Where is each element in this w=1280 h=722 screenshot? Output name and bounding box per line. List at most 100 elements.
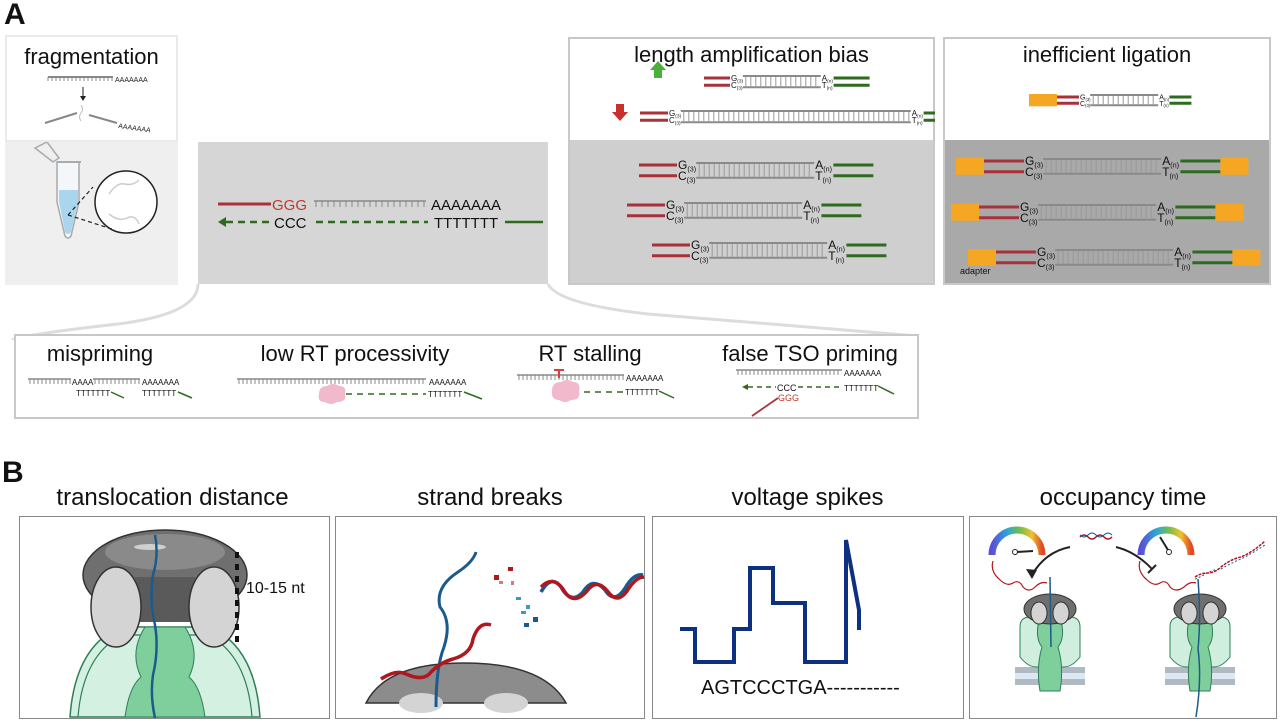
zoom-circle-icon bbox=[94, 170, 158, 234]
rna-template bbox=[93, 378, 140, 384]
primer-tail bbox=[658, 390, 675, 399]
label-c3: C(3) bbox=[731, 81, 743, 92]
length-bias-title: length amplification bias bbox=[634, 42, 869, 67]
label-tn: T(n) bbox=[822, 81, 833, 92]
label-g3: G(3) bbox=[669, 109, 681, 120]
duplex-rungs bbox=[1040, 206, 1152, 219]
length-bias-diagram: G(3)C(3)A(n)T(n)G(3)C(3)A(n)T(n)G(3)C(3)… bbox=[612, 61, 935, 264]
label-g3: G(3) bbox=[1080, 94, 1091, 101]
primer-tail bbox=[110, 391, 125, 399]
primer-tail bbox=[463, 391, 483, 400]
mispriming-poly-a-internal: AAAA bbox=[72, 378, 94, 387]
tso-main-diagram: GGG AAAAAAA CCC TTTTTTT bbox=[218, 197, 543, 232]
cdna-construct: G(3)C(3)A(n)T(n) bbox=[627, 198, 862, 224]
label-tn: T(n) bbox=[1159, 101, 1169, 108]
rna-template bbox=[237, 378, 426, 384]
red-strand-upper bbox=[539, 575, 644, 601]
intact-rna-strand bbox=[47, 76, 113, 81]
adapter-right bbox=[1215, 204, 1244, 221]
nanopore-left-icon bbox=[1015, 576, 1085, 692]
occupancy-illustration bbox=[988, 526, 1266, 718]
stalling-poly-a: AAAAAAA bbox=[626, 374, 664, 383]
fragmentation-top bbox=[5, 35, 178, 142]
break-site-icon bbox=[79, 104, 83, 122]
tso-top-a: AAAAAAA bbox=[431, 197, 501, 214]
gauge-low-icon bbox=[988, 526, 1046, 556]
tso-ccc: CCC bbox=[777, 383, 797, 393]
pore-channel bbox=[124, 626, 206, 718]
cdna-construct: G(3)C(3)A(n)T(n) bbox=[956, 154, 1249, 180]
false-tso-priming-title: false TSO priming bbox=[722, 341, 898, 366]
occupancy-time-title: occupancy time bbox=[1039, 484, 1207, 511]
gauge-high-icon bbox=[1137, 526, 1195, 556]
green-arrow-left-icon bbox=[742, 384, 748, 390]
label-an: A(n) bbox=[912, 109, 924, 120]
translocation-card: 10-15 nt bbox=[19, 516, 330, 719]
adapter-right bbox=[1220, 158, 1249, 175]
duplex-rungs bbox=[711, 244, 823, 257]
adapter-left bbox=[1029, 94, 1057, 107]
pore-illustration bbox=[69, 529, 261, 718]
nanopore-right-icon bbox=[1165, 578, 1235, 718]
rna-template bbox=[28, 378, 71, 384]
red-tail-left bbox=[991, 560, 1048, 591]
duplex-rungs bbox=[698, 164, 810, 177]
rna-template bbox=[736, 369, 842, 375]
cdna-construct: G(3)C(3)A(n)T(n) bbox=[639, 158, 874, 184]
tso-bottom-t: TTTTTTT bbox=[434, 215, 498, 232]
cdna-construct: G(3)C(3)A(n)T(n) bbox=[652, 238, 887, 264]
duplex-rungs bbox=[1092, 96, 1154, 105]
dna-strand bbox=[150, 534, 158, 718]
reverse-transcriptase-icon bbox=[318, 384, 346, 404]
voltage-signal-line bbox=[680, 539, 861, 664]
motor-base bbox=[364, 662, 568, 704]
primer-tail bbox=[877, 385, 895, 395]
cleavage-arrow-icon bbox=[80, 87, 86, 101]
mispriming-oligo-t-1: TTTTTTT bbox=[76, 389, 110, 398]
duplex-rungs bbox=[745, 77, 817, 87]
duplex-dna-right bbox=[1194, 540, 1266, 578]
cdna-construct: G(3)C(3)A(n)T(n) bbox=[704, 74, 870, 92]
adapter-right bbox=[1232, 249, 1261, 266]
fragment-poly-a: AAAAAAA bbox=[118, 123, 152, 135]
processivity-poly-a: AAAAAAA bbox=[429, 378, 467, 387]
low-rt-processivity-title: low RT processivity bbox=[260, 341, 450, 366]
reverse-transcriptase-icon bbox=[551, 380, 580, 402]
rt-stalling-title: RT stalling bbox=[538, 341, 642, 366]
tso-red-strand bbox=[751, 397, 779, 417]
fragment-right bbox=[88, 114, 118, 124]
voltage-trace bbox=[680, 539, 861, 664]
motor-lobe-left bbox=[90, 566, 142, 648]
fragment-left bbox=[44, 112, 78, 124]
label-g3: G(3) bbox=[731, 74, 743, 85]
occupancy-time-card bbox=[969, 516, 1277, 719]
broken-fragments-icon bbox=[494, 567, 538, 627]
label-tn: T(n) bbox=[912, 116, 923, 127]
ligation-title: inefficient ligation bbox=[1022, 42, 1192, 67]
cdna-construct: G(3)C(3)A(n)T(n) bbox=[1029, 94, 1192, 108]
label-an: A(n) bbox=[1159, 94, 1169, 101]
fragmentation-diagram: AAAAAAA AAAAAAA bbox=[44, 76, 152, 135]
block-arrow-icon bbox=[1115, 546, 1153, 570]
translocation-annotation: 10-15 nt bbox=[246, 580, 305, 597]
mispriming-title: mispriming bbox=[46, 341, 154, 366]
tso-bottom-c: CCC bbox=[274, 215, 307, 232]
red-tail-right bbox=[1138, 560, 1197, 591]
primer-tail bbox=[177, 391, 193, 399]
voltage-spikes-card: AGTCCCTGA----------- bbox=[652, 516, 964, 719]
tso-top-g: GGG bbox=[272, 197, 307, 214]
mispriming-poly-a: AAAAAAA bbox=[142, 378, 180, 387]
adapter-label: adapter bbox=[960, 266, 991, 276]
strand-breaks-illustration bbox=[364, 551, 644, 713]
motor-lobe-right bbox=[188, 566, 240, 648]
fragmentation-card: fragmentation AAAAAAA AAAAAAA bbox=[5, 35, 178, 285]
duplex-rungs bbox=[1045, 160, 1157, 173]
voltage-sequence: AGTCCCTGA----------- bbox=[701, 677, 900, 699]
ligation-diagram: G(3)C(3)A(n)T(n) G(3)C(3)A(n)T(n) G(3)C(3)… bbox=[951, 94, 1261, 271]
duplex-rungs bbox=[686, 204, 798, 217]
arrow-down-icon bbox=[612, 104, 628, 121]
adapter-left bbox=[951, 204, 979, 221]
cdna-construct: G(3)C(3)A(n)T(n) bbox=[640, 109, 935, 127]
cdna-construct: G(3)C(3)A(n)T(n) bbox=[951, 200, 1244, 226]
strand-breaks-card bbox=[335, 516, 645, 719]
